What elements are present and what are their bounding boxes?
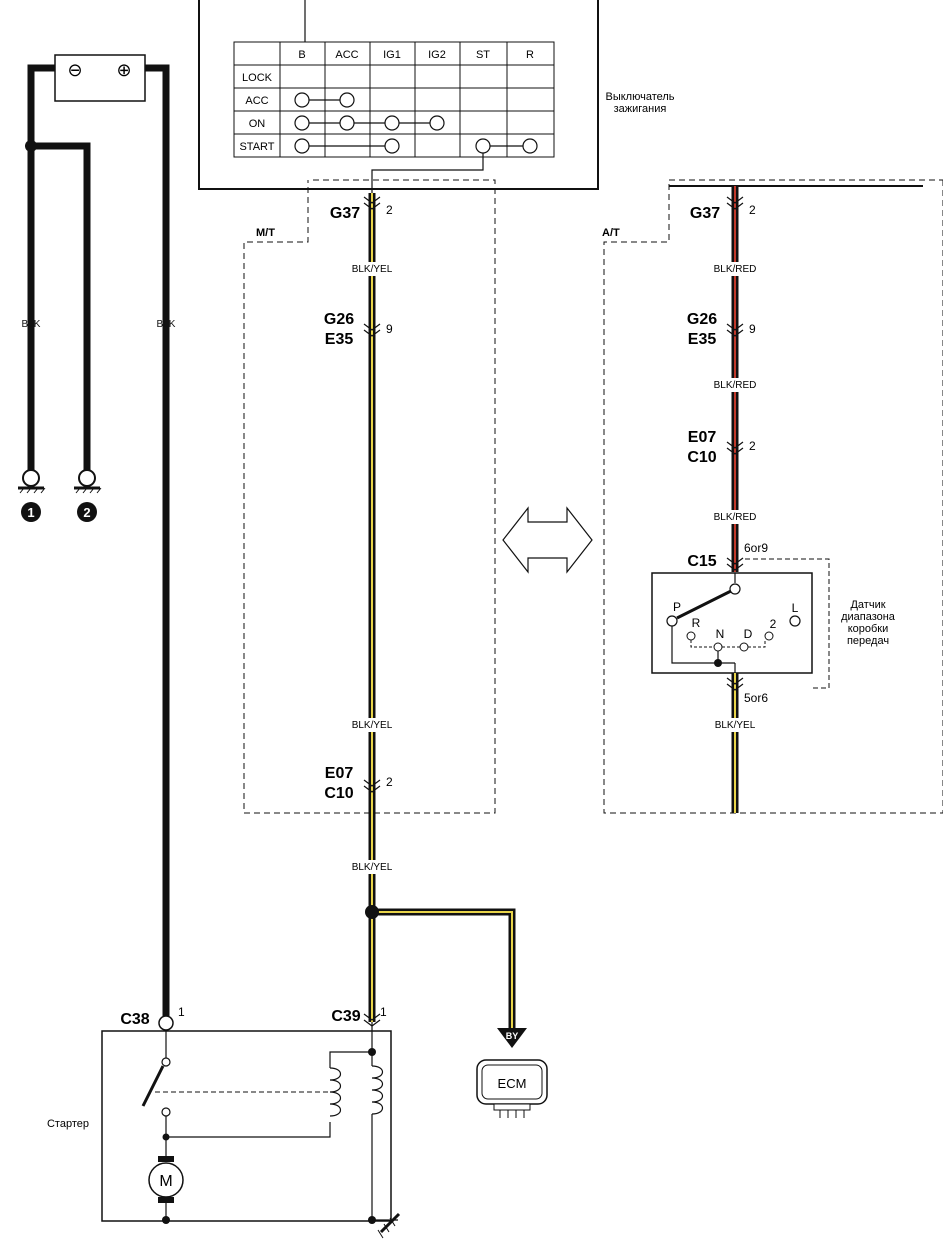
starter: M <box>101 1015 401 1239</box>
range-sensor-label: Датчик <box>850 599 885 611</box>
conn-c10-mt: C10 <box>324 785 353 802</box>
mt-label: M/T <box>256 227 275 239</box>
pin-g37-mt: 2 <box>386 203 393 217</box>
conn-mark-c15-lower <box>726 677 744 691</box>
range-sensor-label-4: передач <box>847 635 889 647</box>
conn-e35-at: E35 <box>688 331 717 348</box>
wire-label-blk-left: BLK <box>22 319 41 330</box>
sensor-pos-r: R <box>692 616 701 630</box>
pin-g26-mt: 9 <box>386 322 393 336</box>
wire-ground-2 <box>31 142 91 470</box>
wire-label-blk-yel-1: BLK/YEL <box>352 264 393 275</box>
ground-2-badge <box>77 502 97 522</box>
motor-label: M <box>159 1173 172 1190</box>
pin-g26-at: 9 <box>749 322 756 336</box>
conn-g37-mt: G37 <box>330 205 360 222</box>
pin-e07-mt: 2 <box>386 775 393 789</box>
sensor-pos-2: 2 <box>770 617 777 631</box>
at-label: A/T <box>602 227 620 239</box>
wire-label-blk-yel-3: BLK/YEL <box>352 862 393 873</box>
starter-label: Стартер <box>47 1118 89 1130</box>
at-dashed-box <box>603 179 943 814</box>
wire-label-blk-red-2: BLK/RED <box>714 380 757 391</box>
conn-e07-mt: E07 <box>325 765 354 782</box>
conn-g26-at: G26 <box>687 311 717 328</box>
col-b: B <box>298 49 305 61</box>
col-acc: ACC <box>335 49 358 61</box>
conn-mark-c15 <box>726 557 744 571</box>
wire-label-blk-red-1: BLK/RED <box>714 264 757 275</box>
ignition-switch-table <box>233 41 555 158</box>
wire-label-blk-yel-2: BLK/YEL <box>352 720 393 731</box>
pin-c39: 1 <box>380 1005 387 1019</box>
pin-g37-at: 2 <box>749 203 756 217</box>
double-arrow-icon <box>502 506 593 574</box>
conn-e35-mt: E35 <box>325 331 354 348</box>
wire-label-blk-mid: BLK <box>157 319 176 330</box>
wire-battery-negative <box>27 64 55 470</box>
ignition-switch-label: Выключатель <box>605 91 674 103</box>
range-sensor-label-2: диапазона <box>841 611 896 623</box>
conn-c10-at: C10 <box>687 449 716 466</box>
conn-g26-mt: G26 <box>324 311 354 328</box>
wire-label-by: BY <box>506 1031 519 1041</box>
col-ig1: IG1 <box>383 49 401 61</box>
splice-dot <box>25 140 37 152</box>
row-acc: ACC <box>245 95 268 107</box>
row-on: ON <box>249 118 266 130</box>
wire-label-blk-red-3: BLK/RED <box>714 512 757 523</box>
range-sensor-label-3: коробки <box>848 623 889 635</box>
ground-2: 2 <box>74 469 102 522</box>
col-ig2: IG2 <box>428 49 446 61</box>
ecm: ECM <box>476 1059 548 1118</box>
pin-c38: 1 <box>178 1005 185 1019</box>
sensor-pos-l: L <box>792 601 799 615</box>
col-r: R <box>526 49 534 61</box>
conn-mark-g37-mt <box>363 196 381 210</box>
col-st: ST <box>476 49 490 61</box>
ground-starter-icon <box>379 1212 401 1234</box>
wire-label-blk-yel-at: BLK/YEL <box>715 720 756 731</box>
battery-minus-icon: ⊖ <box>67 60 82 80</box>
sensor-pos-p: P <box>673 600 681 614</box>
conn-c39: C39 <box>331 1008 360 1025</box>
ground-1: 1 <box>18 469 46 522</box>
pin-c15: 6or9 <box>744 541 768 555</box>
sensor-pos-d: D <box>744 627 753 641</box>
arrow-to-ecm-icon <box>497 1028 527 1048</box>
range-sensor-dashed <box>745 558 830 689</box>
svg-text:2: 2 <box>83 505 90 520</box>
wire-to-ecm <box>372 908 516 1030</box>
conn-mark-g26-at <box>726 323 744 337</box>
row-start: START <box>239 141 274 153</box>
battery-plus-icon: ⊕ <box>116 60 131 80</box>
conn-mark-g37-at <box>726 196 744 210</box>
sensor-pos-n: N <box>716 627 725 641</box>
conn-c15: C15 <box>687 553 716 570</box>
mt-dashed-box <box>243 179 496 814</box>
range-sensor: P R N D 2 L <box>651 572 813 674</box>
conn-e07-at: E07 <box>688 429 717 446</box>
splice-dot-ecm <box>365 905 379 919</box>
svg-text:1: 1 <box>27 505 34 520</box>
conn-mark-e07-mt <box>363 779 381 793</box>
battery <box>54 54 146 102</box>
conn-g37-at: G37 <box>690 205 720 222</box>
conn-mark-g26-mt <box>363 323 381 337</box>
wire-battery-positive <box>145 64 170 1016</box>
ecm-label: ECM <box>498 1076 527 1091</box>
ground-1-badge <box>21 502 41 522</box>
conn-c38: C38 <box>120 1011 149 1028</box>
row-lock: LOCK <box>242 72 273 84</box>
ignition-switch: B ACC IG1 IG2 ST R LOCK ACC ON START <box>198 0 599 193</box>
pin-c15-lower: 5or6 <box>744 691 768 705</box>
battery-group: ⊖ ⊕ <box>54 54 146 102</box>
conn-mark-e07-at <box>726 441 744 455</box>
ignition-switch-label-2: зажигания <box>614 103 667 115</box>
pin-e07-at: 2 <box>749 439 756 453</box>
